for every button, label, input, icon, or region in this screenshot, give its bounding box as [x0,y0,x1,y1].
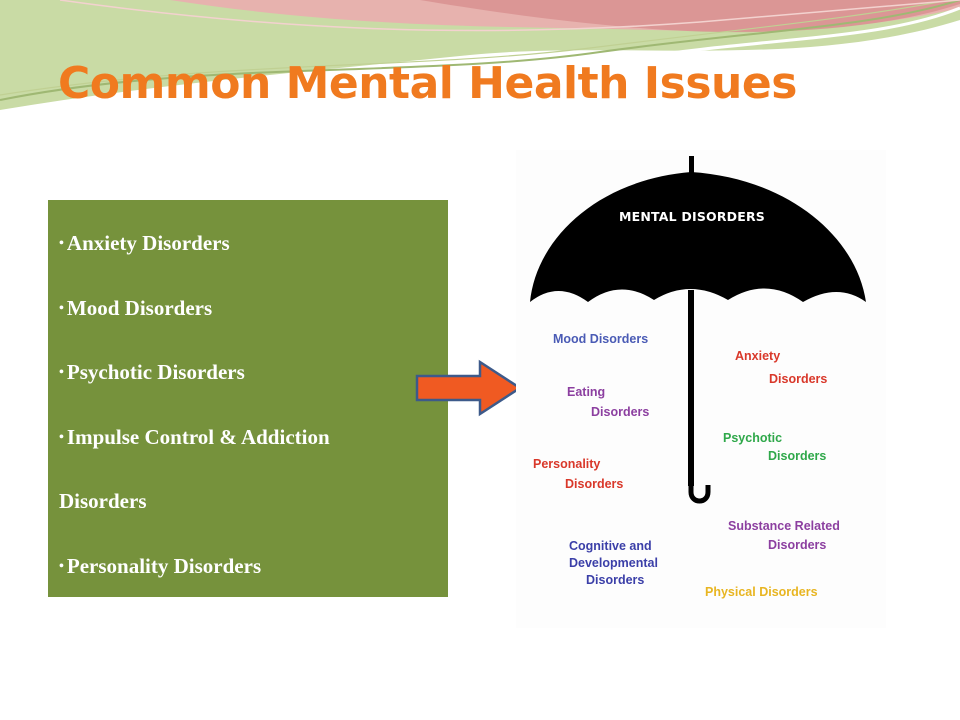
slide-title: Common Mental Health Issues [58,58,797,109]
umbrella-diagram: MENTAL DISORDERS Mood Disorders Anxiety … [516,150,886,628]
bullet-text: Personality Disorders [66,553,262,578]
bullet-item: •Impulse Control & Addiction [59,424,330,449]
label-anxiety-disorders: Disorders [769,372,828,386]
label-developmental: Developmental [569,556,658,570]
bullet-item: •Mood Disorders [59,295,213,320]
label-eating-disorders: Disorders [591,405,650,419]
bullet-item: •Anxiety Disorders [59,231,230,255]
label-cognitive-disorders: Disorders [586,573,645,587]
bullet-item-continuation: Disorders [59,486,438,551]
bullet-text: Disorders [59,489,147,513]
bullet-text: Psychotic Disorders [66,360,245,384]
bullet-list-box: •Anxiety Disorders •Mood Disorders •Psyc… [48,200,448,597]
umbrella-icon [530,156,866,504]
label-psychotic-disorders: Disorders [768,449,827,463]
label-substance-related: Substance Related [728,519,840,533]
umbrella-title: MENTAL DISORDERS [619,209,766,224]
label-psychotic: Psychotic [723,431,783,445]
label-mood-disorders: Mood Disorders [553,332,649,346]
label-eating: Eating [567,385,606,399]
bullet-item: •Psychotic Disorders [59,360,245,384]
label-substance-disorders: Disorders [768,538,827,552]
right-arrow-icon [415,359,523,417]
label-personality-disorders: Disorders [565,477,624,491]
label-personality: Personality [533,457,601,471]
bullet-text: Anxiety Disorders [66,231,230,255]
label-cognitive: Cognitive and [569,539,652,553]
label-physical-disorders: Physical Disorders [705,585,818,599]
bullet-text: Mood Disorders [66,295,213,320]
bullet-item: •Personality Disorders [59,553,262,578]
label-anxiety: Anxiety [735,349,781,363]
bullet-text: Impulse Control & Addiction [66,424,330,449]
header-banner [0,0,960,114]
